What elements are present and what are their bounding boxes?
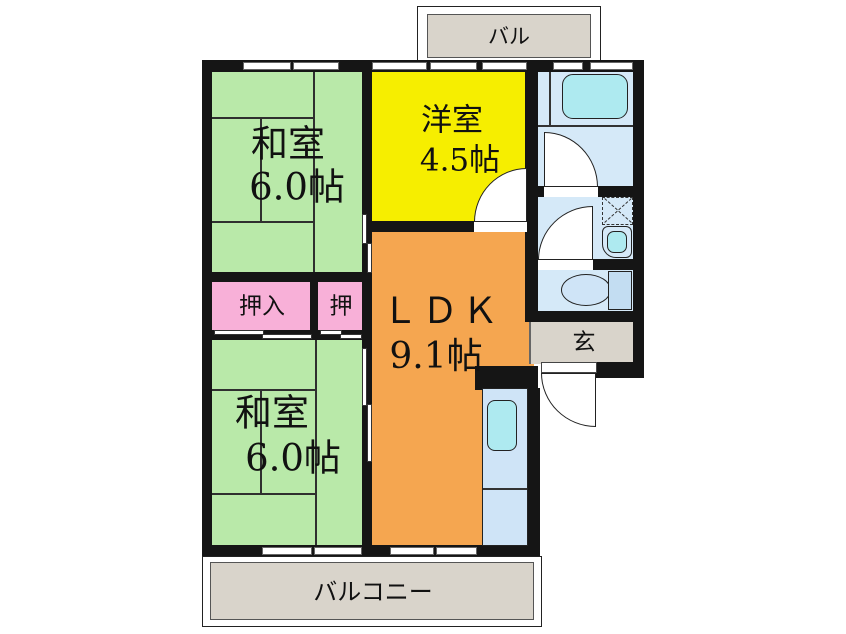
balcony-bottom-label: バルコニー	[313, 578, 433, 606]
balcony-top-floor	[427, 14, 591, 58]
bath-partition-line	[549, 72, 551, 126]
wall-kitchen-stub	[475, 366, 538, 390]
closet-door-panel	[262, 334, 312, 339]
wall-mid-vertical	[362, 60, 372, 545]
room-label-ldk: ＬＤＫ	[381, 291, 503, 332]
bath-partition-line	[538, 125, 633, 127]
wall-washitsu-closet	[212, 272, 362, 282]
fusuma-panel	[367, 404, 372, 462]
fusuma-panel	[362, 348, 367, 406]
window	[262, 547, 312, 555]
wall-toilet-genkan	[525, 311, 644, 322]
tatami-line	[212, 117, 314, 119]
bathtub	[562, 74, 628, 119]
tatami-line	[212, 493, 316, 495]
window	[293, 62, 339, 70]
kitchen-sink	[487, 400, 517, 451]
room-label-oshi: 押	[329, 293, 353, 320]
door-opening-washroom	[538, 259, 593, 270]
wall-yoshitsu-ldk	[362, 221, 538, 232]
tatami-line	[212, 389, 316, 391]
tatami-line	[313, 72, 315, 272]
room-label-washitsu-top: 和室	[251, 122, 325, 166]
tatami-line	[260, 117, 262, 222]
closet-door-panel	[214, 330, 264, 335]
tatami-line	[260, 389, 262, 494]
tatami-line	[212, 221, 314, 223]
window-ldk	[436, 547, 477, 555]
balcony-top-label: バル	[488, 24, 530, 49]
tatami-line	[315, 340, 317, 545]
room-label-genkan: 玄	[572, 329, 596, 356]
window	[372, 62, 427, 70]
wall-left	[202, 60, 212, 556]
room-size-yoshitsu: 4.5帖	[419, 142, 501, 179]
room-oshi-closet	[318, 282, 362, 330]
kitchen-counter-divider	[483, 488, 527, 490]
window-balcony-door	[482, 62, 527, 70]
room-label-washitsu-bottom: 和室	[235, 391, 309, 435]
room-washitsu-bottom	[212, 340, 362, 545]
door-opening-yoshitsu	[474, 221, 527, 232]
window	[243, 62, 291, 70]
window	[314, 547, 362, 555]
room-washitsu-top	[212, 72, 362, 272]
wall-genkan-corner	[595, 362, 644, 378]
room-size-washitsu-top: 6.0帖	[249, 165, 345, 209]
washing-machine	[602, 197, 633, 225]
fusuma-panel	[367, 243, 372, 273]
wall-bottom	[202, 545, 540, 556]
genkan-step-line	[529, 322, 531, 364]
closet-door-panel	[340, 334, 362, 339]
room-size-ldk: 9.1帖	[389, 336, 483, 377]
door-arc-entrance	[541, 373, 596, 427]
washbasin-bowl	[607, 231, 627, 253]
wall-right-upper	[633, 60, 644, 378]
window-balcony-door	[430, 62, 477, 70]
entrance-door-leaf	[541, 362, 597, 373]
balcony-bottom-floor	[210, 562, 534, 620]
toilet-tank	[608, 271, 632, 310]
room-label-oshiire: 押入	[239, 293, 285, 320]
wall-right-lower	[527, 388, 540, 556]
door-opening-bath	[544, 186, 598, 197]
room-size-washitsu-bottom: 6.0帖	[245, 436, 341, 480]
room-oshiire-closet	[212, 282, 310, 330]
room-genkan	[529, 322, 633, 364]
closet-door-panel	[320, 330, 342, 335]
wall-closet-divider	[310, 282, 318, 330]
window-bath	[553, 62, 583, 70]
fusuma-panel	[362, 214, 367, 244]
window-bath	[590, 62, 633, 70]
toilet-bowl	[561, 274, 611, 306]
room-label-yoshitsu: 洋室	[421, 102, 483, 139]
window-ldk	[390, 547, 434, 555]
